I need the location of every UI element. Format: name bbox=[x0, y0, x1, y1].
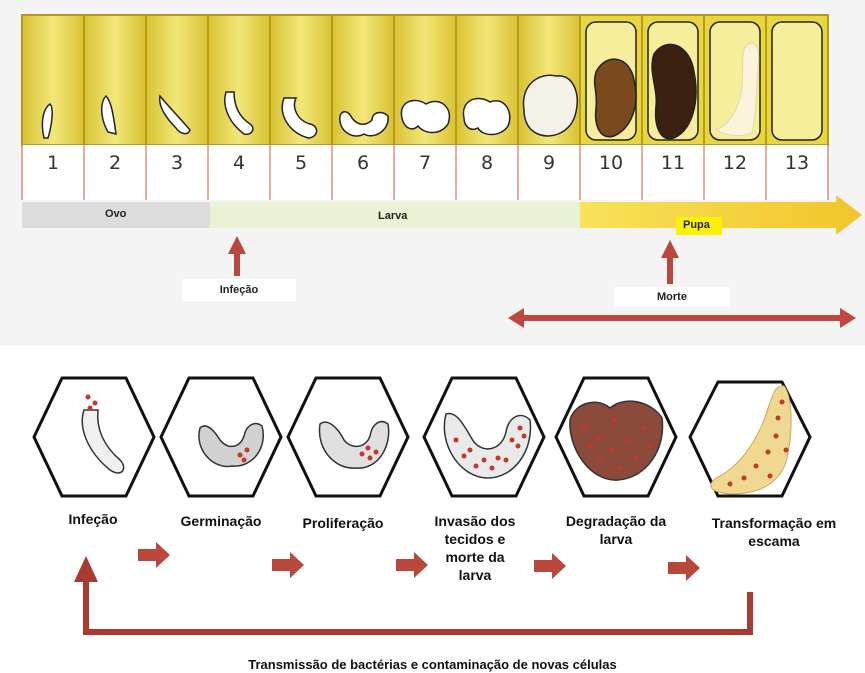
pupa-label: Pupa bbox=[683, 219, 710, 231]
cell-number-1: 1 bbox=[23, 152, 83, 174]
stage-label-invasion: Invasão dos tecidos e morte da larva bbox=[430, 512, 520, 584]
stage-label-scale: Transformação em escama bbox=[704, 514, 844, 550]
infection-cycle-panel bbox=[0, 345, 865, 673]
larva-8-icon bbox=[463, 99, 509, 135]
stage-label-proliferation: Proliferação bbox=[288, 514, 398, 532]
cycle-caption: Transmissão de bactérias e contaminação … bbox=[0, 657, 865, 672]
cell-number-7: 7 bbox=[395, 152, 455, 174]
death-marker-label: Morte bbox=[614, 287, 730, 307]
cell-number-10: 10 bbox=[581, 152, 641, 174]
cell-number-2: 2 bbox=[85, 152, 145, 174]
larva-label: Larva bbox=[378, 210, 407, 222]
larva-7-icon bbox=[401, 100, 449, 132]
phase-bar bbox=[22, 195, 862, 235]
ovo-label: Ovo bbox=[105, 208, 126, 220]
period-double-arrow bbox=[508, 308, 856, 328]
cell-number-12: 12 bbox=[705, 152, 765, 174]
cell-number-4: 4 bbox=[209, 152, 269, 174]
death-marker-arrow bbox=[661, 240, 679, 284]
cell-number-9: 9 bbox=[519, 152, 579, 174]
cell-number-3: 3 bbox=[147, 152, 207, 174]
stage-label-infection: Infeção bbox=[38, 510, 148, 528]
cell-number-13: 13 bbox=[767, 152, 827, 174]
cell-number-11: 11 bbox=[643, 152, 703, 174]
stage-label-degradation: Degradação da larva bbox=[556, 512, 676, 548]
cell-1 bbox=[22, 15, 84, 145]
infection-marker-label: Infeção bbox=[182, 279, 296, 301]
cell-number-5: 5 bbox=[271, 152, 331, 174]
stage-label-germination: Germinação bbox=[166, 512, 276, 530]
cell-number-8: 8 bbox=[457, 152, 517, 174]
larva-9-icon bbox=[523, 75, 577, 136]
infection-marker-arrow bbox=[228, 236, 246, 276]
cell-number-6: 6 bbox=[333, 152, 393, 174]
